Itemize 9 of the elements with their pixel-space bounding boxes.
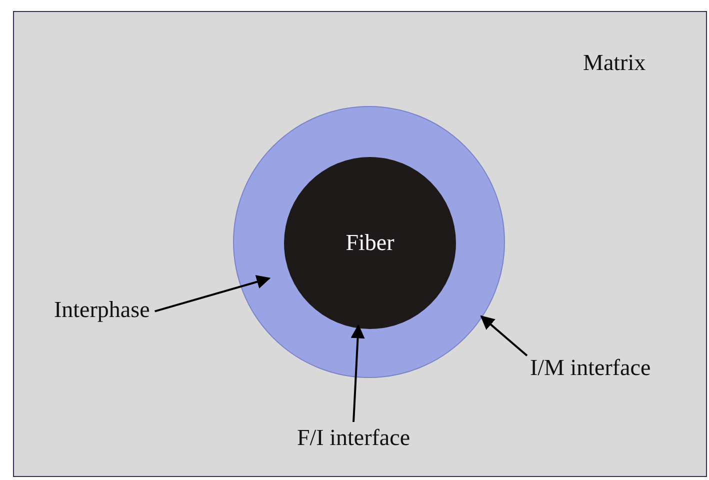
leader-arrow — [350, 324, 365, 422]
leader-arrow — [154, 275, 271, 312]
matrix-label: Matrix — [583, 50, 646, 76]
leader-arrow — [480, 315, 528, 356]
matrix-region — [13, 11, 707, 477]
callout-label: F/I interface — [297, 425, 410, 451]
callout-label: I/M interface — [530, 355, 651, 381]
callout-label: Interphase — [54, 297, 150, 323]
fiber-label: Fiber — [346, 230, 394, 256]
